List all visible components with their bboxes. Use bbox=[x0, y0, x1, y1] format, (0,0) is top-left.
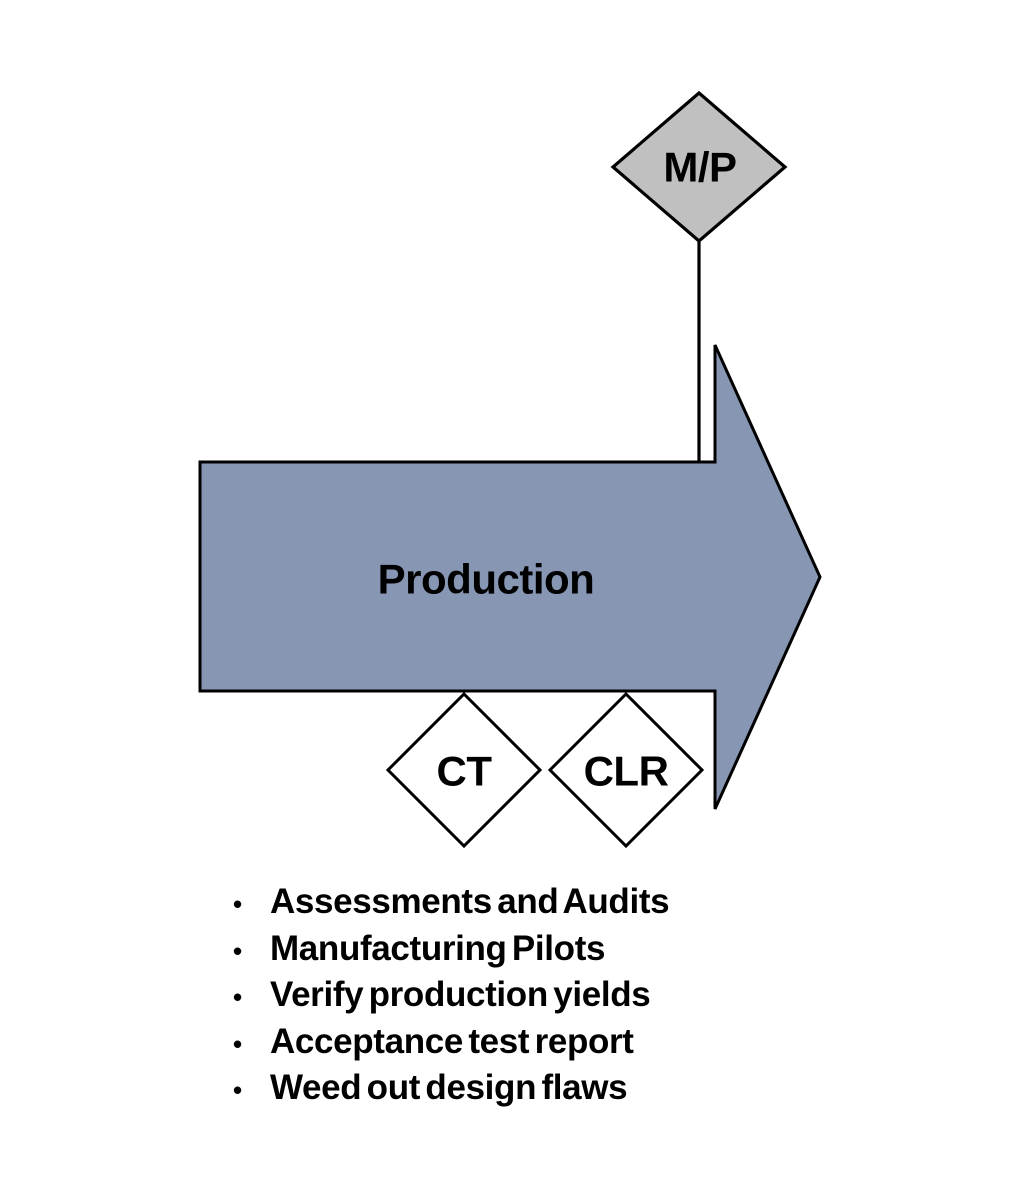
list-item: • Weed out design flaws bbox=[220, 1065, 780, 1112]
bullet-icon: • bbox=[233, 982, 243, 1012]
bullet-text: Manufacturing Pilots bbox=[270, 928, 606, 968]
list-item: • Verify production yields bbox=[220, 972, 780, 1019]
list-item: • Assessments and Audits bbox=[220, 879, 780, 926]
bullet-text: Assessments and Audits bbox=[270, 882, 670, 921]
bullet-text: Verify production yields bbox=[270, 975, 651, 1014]
milestone-mp-label: M/P bbox=[663, 144, 736, 191]
production-phase-arrow bbox=[198, 344, 822, 810]
list-item: • Acceptance test report bbox=[220, 1019, 780, 1066]
bullet-text: Acceptance test report bbox=[270, 1021, 634, 1061]
milestone-clr-label: CLR bbox=[584, 748, 669, 795]
bullet-icon: • bbox=[233, 935, 243, 966]
bullet-icon: • bbox=[233, 889, 243, 919]
bullet-icon: • bbox=[233, 1075, 243, 1105]
milestone-diamond-ct bbox=[385, 691, 543, 849]
milestone-diamond-mp bbox=[610, 90, 788, 244]
bullet-list: • Assessments and Audits • Manufacturing… bbox=[220, 879, 780, 1112]
production-arrow-label: Production bbox=[378, 556, 595, 603]
bullet-icon: • bbox=[233, 1028, 243, 1059]
list-item: • Manufacturing Pilots bbox=[220, 926, 780, 973]
milestone-ct-label: CT bbox=[437, 748, 493, 795]
bullet-text: Weed out design flaws bbox=[270, 1068, 628, 1107]
milestone-diamond-clr bbox=[547, 691, 705, 849]
